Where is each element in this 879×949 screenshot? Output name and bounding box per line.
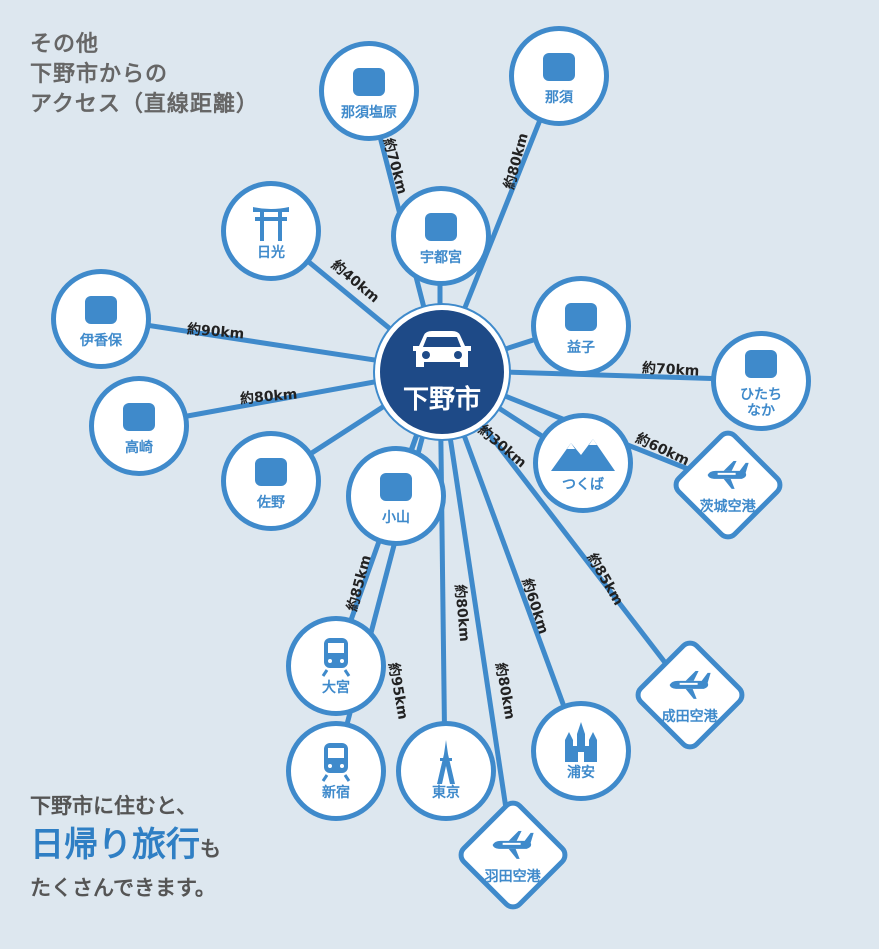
pottery-icon <box>559 297 603 337</box>
destination-node: 羽田空港 <box>453 795 573 915</box>
destination-node: ひたち なか <box>711 331 811 431</box>
title: その他 下野市からの アクセス（直線距離） <box>30 30 259 120</box>
destination-name: つくば <box>562 476 604 493</box>
car-icon <box>413 330 471 367</box>
destination-node: 益子 <box>531 276 631 376</box>
train-icon <box>321 742 351 782</box>
bottom-line: 下野市に住むと、 <box>30 794 198 818</box>
destination-name: 高崎 <box>125 439 153 456</box>
title-line: アクセス（直線距離） <box>30 92 259 117</box>
destination-name: 宇都宮 <box>420 249 462 266</box>
destination-name: 那須塩原 <box>341 104 397 121</box>
airplane-icon <box>706 456 750 496</box>
destination-node: 成田空港 <box>630 635 750 755</box>
destination-node: 東京 <box>396 721 496 821</box>
destination-node: 那須塩原 <box>319 41 419 141</box>
train-icon <box>321 637 351 677</box>
airplane-icon <box>491 826 535 866</box>
airplane-icon <box>668 666 712 706</box>
destination-node: 小山 <box>346 446 446 546</box>
destination-name: 浦安 <box>567 764 595 781</box>
trees-icon <box>739 344 783 384</box>
destination-name: 日光 <box>257 244 285 261</box>
destination-node: つくば <box>533 413 633 513</box>
destination-node: 大宮 <box>286 616 386 716</box>
bottom-highlight: 日帰り旅行 <box>30 825 200 865</box>
destination-name: 茨城空港 <box>700 498 756 515</box>
destination-name: 成田空港 <box>662 708 718 725</box>
daruma-icon <box>117 397 161 437</box>
destination-name: 羽田空港 <box>485 868 541 885</box>
destination-node: 那須 <box>509 26 609 126</box>
destination-name: 新宿 <box>322 784 350 801</box>
noren-icon <box>347 62 391 102</box>
ramen-icon <box>249 452 293 492</box>
cow-icon <box>537 47 581 87</box>
destination-node: 茨城空港 <box>668 425 788 545</box>
gyoza-icon <box>419 207 463 247</box>
connection-line <box>437 369 516 856</box>
distance-label: 約70km <box>641 360 700 380</box>
destination-name: 東京 <box>432 784 460 801</box>
destination-node: 佐野 <box>221 431 321 531</box>
tower-icon <box>431 739 461 784</box>
destination-name: 佐野 <box>257 494 285 511</box>
destination-node: 宇都宮 <box>391 186 491 286</box>
center-node-shimotsuke: 下野市 <box>375 305 509 439</box>
center-label: 下野市 <box>402 384 481 415</box>
torii-icon <box>251 202 291 242</box>
destination-node: 高崎 <box>89 376 189 476</box>
bottom-suffix: も <box>200 837 221 861</box>
destination-node: 伊香保 <box>51 269 151 369</box>
bottom-message: 下野市に住むと、 日帰り旅行も たくさんできます。 <box>30 790 221 904</box>
destination-name: 小山 <box>382 509 410 526</box>
title-line: その他 <box>30 32 100 57</box>
destination-name: 大宮 <box>322 679 350 696</box>
destination-node: 新宿 <box>286 721 386 821</box>
destination-name: 益子 <box>567 339 595 356</box>
destination-node: 浦安 <box>531 701 631 801</box>
fireworks-icon <box>374 467 418 507</box>
destination-node: 日光 <box>221 181 321 281</box>
destination-name: 那須 <box>545 89 573 106</box>
bottom-line: たくさんできます。 <box>30 876 216 900</box>
castle-icon <box>561 721 601 762</box>
destination-name: 伊香保 <box>80 332 122 349</box>
noren-icon <box>79 290 123 330</box>
mountain-icon <box>551 434 615 474</box>
title-line: 下野市からの <box>30 62 169 87</box>
destination-name: ひたち なか <box>740 386 782 419</box>
